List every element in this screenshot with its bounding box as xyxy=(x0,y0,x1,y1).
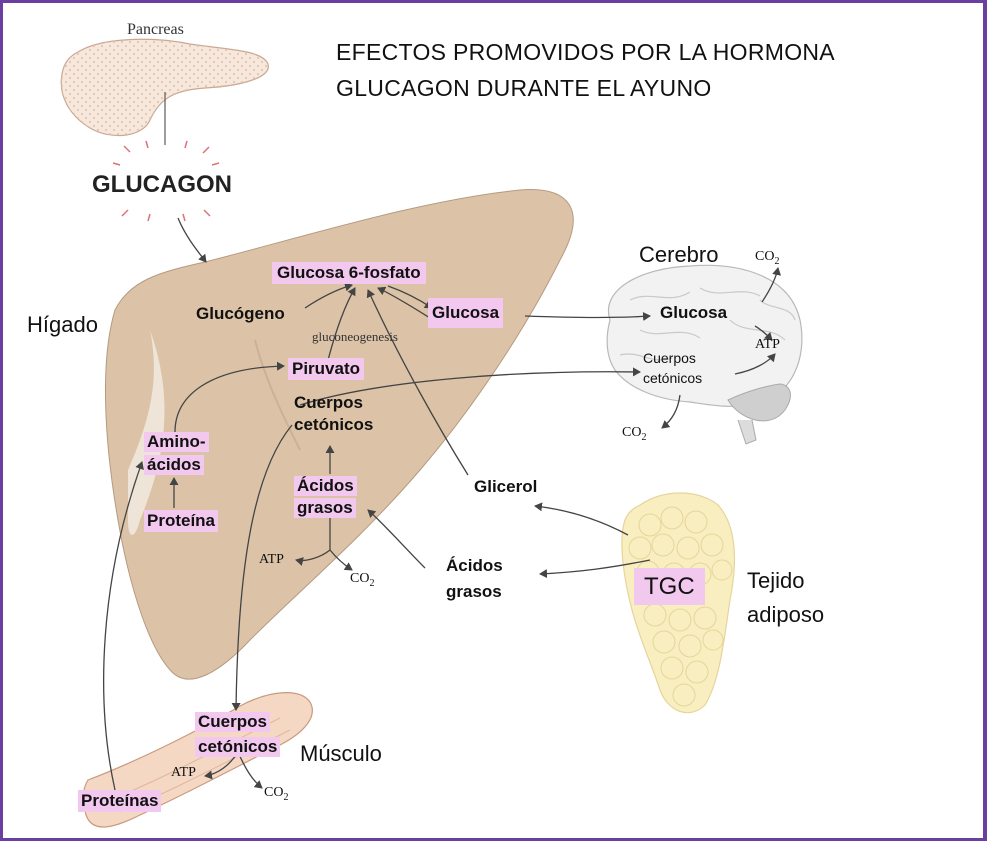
brain-ketones-line-1: Cuerpos xyxy=(643,350,696,366)
muscle-ketones-line-2: cetónicos xyxy=(195,737,281,757)
blood-fatty-acids-line-1: Ácidos xyxy=(446,556,503,575)
glucose-6-phosphate-label: Glucosa 6-fosfato xyxy=(272,262,426,284)
brain-co2-top-subscript: 2 xyxy=(774,256,780,267)
liver-lobe-line xyxy=(254,339,301,451)
muscle-co2-text: CO xyxy=(264,785,284,800)
muscle-atp-label: ATP xyxy=(171,765,196,780)
liver-label: Hígado xyxy=(27,312,98,337)
brain-co2-bottom-label: CO2 xyxy=(622,425,647,444)
liver-co2-subscript: 2 xyxy=(369,578,375,589)
brain-co2-bottom-text: CO xyxy=(622,425,642,440)
brain-illustration xyxy=(606,264,803,445)
liver-ketones-line-2: cetónicos xyxy=(294,415,374,434)
brain-label: Cerebro xyxy=(639,242,719,267)
gluconeogenesis-label: gluconeogenesis xyxy=(312,329,398,344)
pancreas-illustration xyxy=(60,38,269,145)
blood-fatty-acids-line-2: grasos xyxy=(446,582,502,601)
protein-label: Proteína xyxy=(144,510,219,532)
title-line-2: GLUCAGON DURANTE EL AYUNO xyxy=(336,75,712,101)
title-line-1: EFECTOS PROMOVIDOS POR LA HORMONA xyxy=(336,39,835,65)
pancreas-label: Pancreas xyxy=(127,21,184,38)
brain-ketones-line-2: cetónicos xyxy=(643,370,703,386)
adipose-label-line-2: adiposo xyxy=(747,602,825,627)
brain-co2-bottom-subscript: 2 xyxy=(641,432,647,443)
muscle-co2-subscript: 2 xyxy=(283,792,289,803)
glucagon-rays xyxy=(112,140,220,222)
liver-ketones-line-1: Cuerpos xyxy=(294,393,363,412)
glucagon-label: GLUCAGON xyxy=(92,171,232,198)
adipose-label-line-1: Tejido xyxy=(747,568,805,593)
brain-co2-top-text: CO xyxy=(755,249,775,264)
muscle-ketones-line-1: Cuerpos xyxy=(195,712,270,732)
liver-fatty-acids-line-1: Ácidos xyxy=(294,476,357,496)
liver-fatty-acids-line-2: grasos xyxy=(294,498,356,518)
muscle-co2-label: CO2 xyxy=(264,785,289,804)
amino-acids-line-1: Amino- xyxy=(144,432,209,452)
muscle-proteins-label: Proteínas xyxy=(78,790,162,812)
muscle-label: Músculo xyxy=(300,741,382,766)
glycogen-label: Glucógeno xyxy=(196,304,285,323)
liver-glucose-label: Glucosa xyxy=(428,298,504,328)
amino-acids-line-2: ácidos xyxy=(144,455,204,475)
tgc-label: TGC xyxy=(634,568,705,606)
pyruvate-label: Piruvato xyxy=(288,358,365,380)
glycerol-label: Glicerol xyxy=(474,477,538,496)
arrows xyxy=(103,217,782,791)
brain-co2-top-label: CO2 xyxy=(755,249,780,268)
liver-co2-label: CO2 xyxy=(350,571,375,590)
liver-atp-label: ATP xyxy=(259,552,284,567)
brain-atp-label: ATP xyxy=(755,337,780,352)
brain-glucose-label: Glucosa xyxy=(660,303,728,322)
liver-co2-text: CO xyxy=(350,571,370,586)
